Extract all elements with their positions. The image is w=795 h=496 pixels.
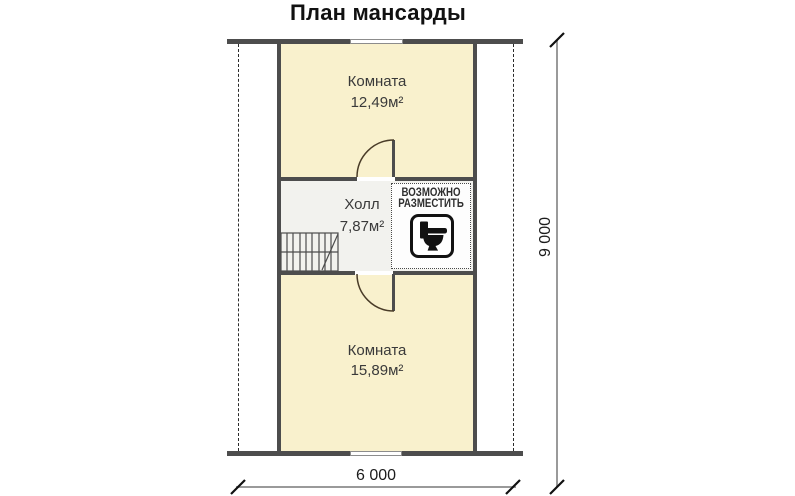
room-wall-left [277, 39, 281, 456]
partition-top-left-segment [277, 177, 357, 181]
window-bottom-wall [350, 451, 402, 456]
dimension-line-bottom [236, 486, 516, 488]
room-bottom-area: 15,89м² [350, 362, 404, 379]
dimension-line-right [556, 40, 558, 487]
hall-name: Холл [344, 196, 380, 213]
roof-edge-dashed-right [513, 44, 514, 451]
toilet-icon [409, 213, 455, 259]
page-title: План мансарды [290, 0, 466, 25]
partition-bottom-right-segment [393, 271, 477, 275]
room-wall-right [473, 39, 477, 456]
toilet-note: ВОЗМОЖНО РАЗМЕСТИТЬ [398, 187, 464, 210]
hall-area: 7,87м² [339, 218, 385, 235]
toilet-placement-zone: ВОЗМОЖНО РАЗМЕСТИТЬ [391, 183, 471, 269]
toilet-note-line1: ВОЗМОЖНО [401, 187, 461, 199]
dimension-height-label: 9 000 [537, 216, 554, 258]
room-top-name: Комната [347, 73, 407, 90]
partition-top-right-segment [395, 177, 477, 181]
toilet-note-line2: РАЗМЕСТИТЬ [398, 198, 464, 210]
partition-bottom-left-segment [277, 271, 355, 275]
window-top-wall [350, 39, 403, 44]
roof-edge-dashed-left [238, 44, 239, 451]
dimension-width-label: 6 000 [355, 467, 397, 484]
room-top-area: 12,49м² [350, 94, 404, 111]
room-bottom-name: Комната [347, 342, 407, 359]
